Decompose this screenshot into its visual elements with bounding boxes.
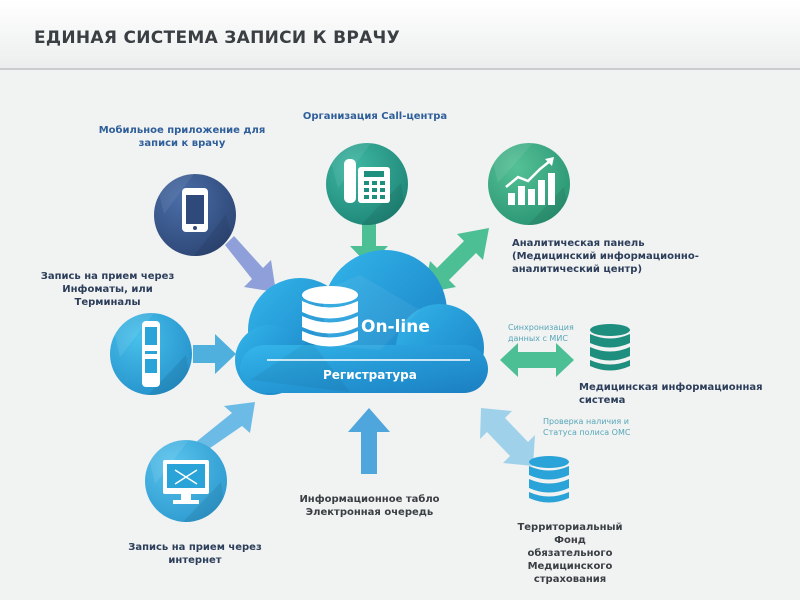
mobile-app-label: Мобильное приложение для записи к врачу xyxy=(98,125,266,149)
arrow-internet xyxy=(191,402,255,455)
call-center-node xyxy=(326,143,408,225)
mis-database-icon xyxy=(590,324,630,371)
kiosk-node xyxy=(110,313,192,395)
analytics-label: Аналитическая панель (Медицинский информ… xyxy=(512,238,699,275)
header-bar: ЕДИНАЯ СИСТЕМА ЗАПИСИ К ВРАЧУ xyxy=(0,0,800,70)
monitor-icon xyxy=(145,440,227,522)
chart-icon xyxy=(488,143,570,225)
kiosk-label: Запись на прием через Инфоматы, или Терм… xyxy=(40,271,175,308)
arrow-tfoms xyxy=(480,408,535,466)
arrow-mobile xyxy=(225,236,276,292)
telephone-icon xyxy=(326,143,408,225)
arrow-queue xyxy=(348,408,390,474)
database-icon xyxy=(302,286,358,347)
internet-label: Запись на прием через интернет xyxy=(128,542,262,566)
policy-check-note: Проверка наличия и Статуса полиса ОМС xyxy=(543,417,631,437)
queue-label: Информационное табло Электронная очередь xyxy=(299,494,440,518)
arrow-kiosk xyxy=(193,334,236,374)
mis-label: Медицинская информационная система xyxy=(579,382,763,406)
cloud-registry-label: Регистратура xyxy=(323,368,417,382)
arrow-analytics xyxy=(424,228,489,293)
tfoms-database-icon xyxy=(529,456,569,503)
arrow-mis xyxy=(500,343,574,377)
sync-note: Синхронизация данных с МИС xyxy=(508,323,574,343)
terminal-icon xyxy=(110,313,192,395)
tfoms-label: Территориальный Фонд обязательного Медиц… xyxy=(517,522,623,585)
phone-icon xyxy=(154,174,236,256)
mobile-app-node xyxy=(154,174,236,256)
cloud-online-label: On-line xyxy=(361,317,430,337)
internet-node xyxy=(145,440,227,522)
page-title: ЕДИНАЯ СИСТЕМА ЗАПИСИ К ВРАЧУ xyxy=(34,28,400,48)
analytics-node xyxy=(488,143,570,225)
call-center-label: Организация Call-центра xyxy=(302,111,448,122)
